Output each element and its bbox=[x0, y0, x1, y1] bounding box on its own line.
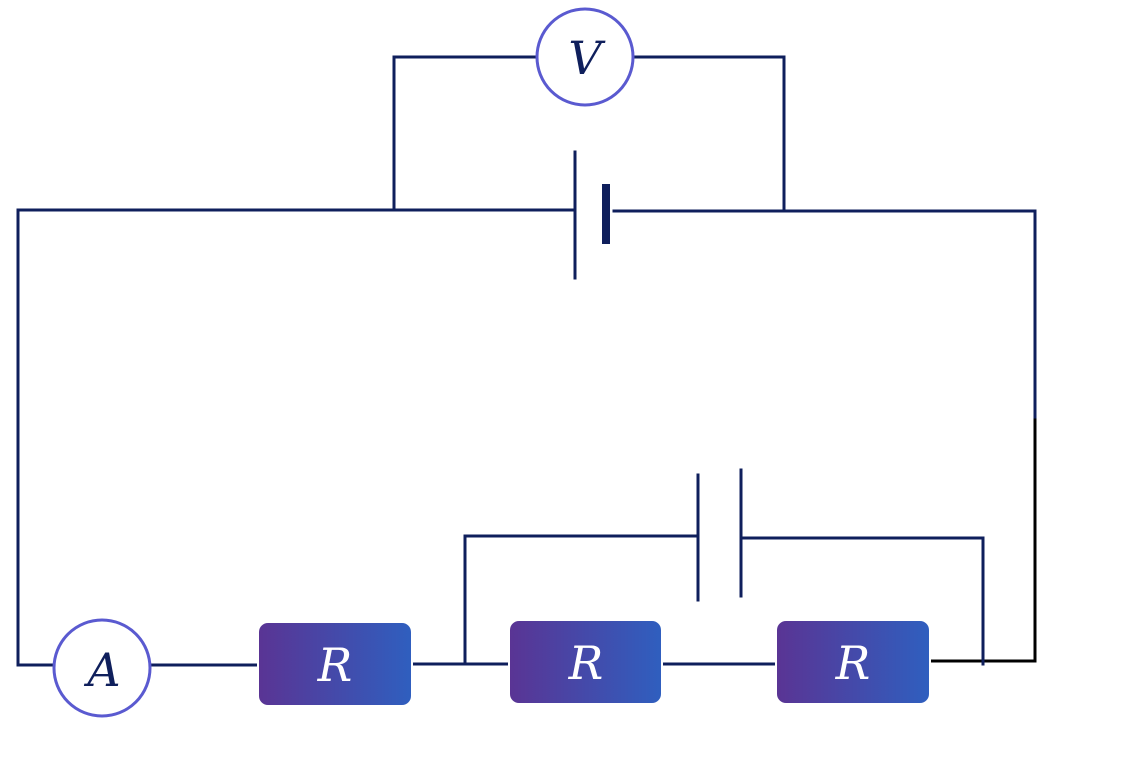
wire-top-left bbox=[16, 208, 396, 667]
resistor-3: R bbox=[775, 619, 931, 705]
ammeter-ring bbox=[52, 618, 152, 718]
wire-right-lower bbox=[930, 418, 1037, 663]
ammeter: A bbox=[52, 618, 152, 718]
resistor-2-body bbox=[508, 619, 663, 705]
resistor-3-body bbox=[775, 619, 931, 705]
voltmeter: V bbox=[535, 7, 635, 107]
resistor-1-body bbox=[257, 621, 413, 707]
resistor-1: R bbox=[257, 621, 413, 707]
wire-battery-to-right bbox=[612, 209, 1037, 422]
wire-capacitor-branch bbox=[463, 534, 985, 666]
voltmeter-ring bbox=[535, 7, 635, 107]
voltmeter-label: V bbox=[568, 31, 606, 85]
resistor-2-label: R bbox=[568, 636, 604, 690]
resistor-1-label: R bbox=[317, 638, 353, 692]
resistor-3-label: R bbox=[835, 636, 871, 690]
resistor-2: R bbox=[508, 619, 663, 705]
wire-voltmeter-branch bbox=[392, 55, 786, 213]
ammeter-label: A bbox=[83, 643, 120, 697]
